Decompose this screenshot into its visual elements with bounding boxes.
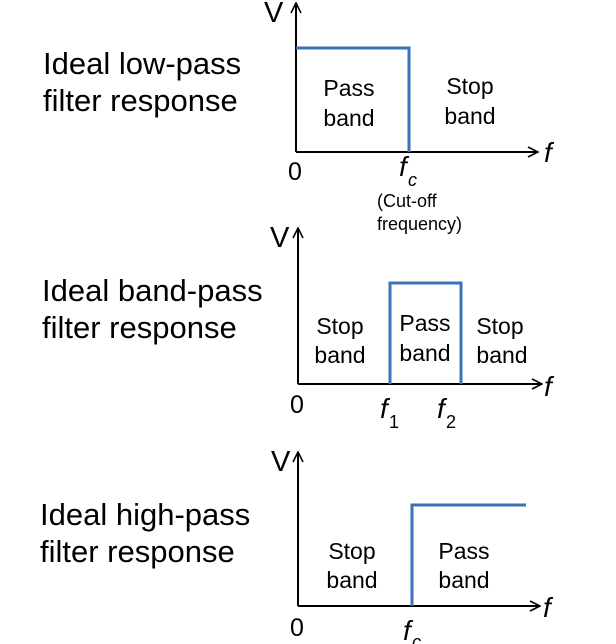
lowpass-stopband-label-line1: Stop [446, 73, 493, 99]
highpass-y-axis-label: V [271, 446, 291, 478]
bandpass-passband-label-line1: Pass [399, 310, 450, 336]
bandpass-f1-symbol: f [380, 393, 391, 424]
highpass-title: Ideal high-pass filter response [40, 496, 250, 570]
lowpass-title-line1: Ideal low-pass [43, 46, 242, 81]
bandpass-stopband-high-label-line1: Stop [476, 313, 523, 339]
highpass-title-line1: Ideal high-pass [40, 497, 251, 532]
lowpass-title-line2: filter response [43, 83, 238, 118]
bandpass-response-line [388, 281, 463, 384]
bandpass-origin-label: 0 [290, 391, 304, 419]
highpass-stopband-label-line2: band [326, 567, 377, 593]
bandpass-f2-subscript: 2 [446, 412, 456, 432]
highpass-title-line2: filter response [40, 534, 235, 569]
highpass-cutoff-subscript: c [412, 632, 421, 644]
highpass-response-line [410, 503, 526, 606]
lowpass-response-line [296, 46, 411, 152]
highpass-passband-label-line2: band [438, 567, 489, 593]
highpass-x-axis-label: f [543, 592, 554, 623]
highpass-origin-label: 0 [290, 614, 304, 642]
lowpass-diagram: V f 0 Pass band Stop band f c (Cut-off f… [264, 0, 555, 234]
lowpass-x-axis-label: f [544, 137, 555, 168]
highpass-diagram: V f 0 Stop band Pass band f c [271, 446, 554, 644]
lowpass-origin-label: 0 [288, 158, 302, 186]
bandpass-f2-symbol: f [437, 393, 448, 424]
bandpass-stopband-low-label-line2: band [314, 342, 365, 368]
lowpass-y-axis-label: V [264, 0, 284, 29]
lowpass-cutoff-note-line2: frequency) [377, 214, 462, 234]
bandpass-title-line2: filter response [42, 310, 237, 345]
lowpass-cutoff-symbol: f [399, 151, 410, 182]
bandpass-title: Ideal band-pass filter response [42, 272, 263, 346]
bandpass-diagram: V f 0 Stop band Pass band Stop band f 1 … [270, 222, 555, 432]
bandpass-stopband-high-label-line2: band [476, 342, 527, 368]
bandpass-passband-label-line2: band [399, 340, 450, 366]
lowpass-passband-label-line1: Pass [323, 75, 374, 101]
lowpass-passband-label-line2: band [323, 105, 374, 131]
bandpass-title-line1: Ideal band-pass [42, 273, 263, 308]
lowpass-cutoff-subscript: c [408, 170, 417, 190]
bandpass-stopband-low-label-line1: Stop [316, 313, 363, 339]
lowpass-cutoff-note-line1: (Cut-off [377, 191, 438, 211]
lowpass-title: Ideal low-pass filter response [43, 45, 241, 119]
lowpass-stopband-label-line2: band [444, 103, 495, 129]
highpass-cutoff-symbol: f [403, 615, 414, 644]
highpass-passband-label-line1: Pass [438, 538, 489, 564]
bandpass-f1-subscript: 1 [389, 412, 399, 432]
highpass-stopband-label-line1: Stop [328, 538, 375, 564]
bandpass-x-axis-label: f [544, 371, 555, 402]
bandpass-y-axis-label: V [270, 222, 290, 254]
